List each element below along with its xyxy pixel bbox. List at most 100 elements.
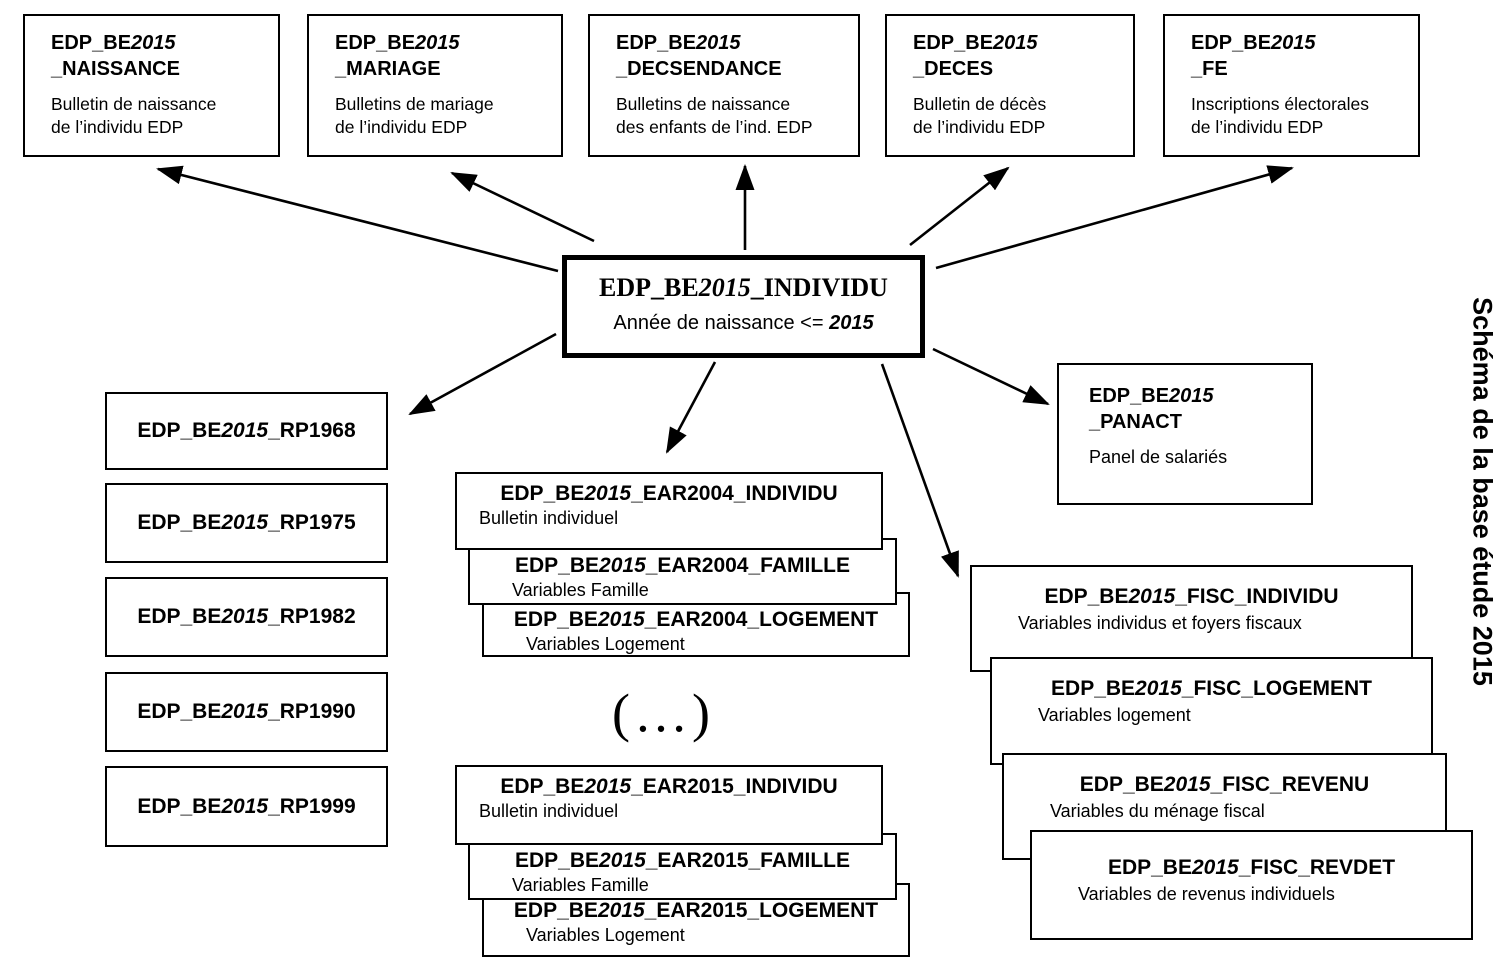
title-year: 2015: [1169, 385, 1214, 407]
subtitle-line2: de l’individu EDP: [913, 117, 1046, 137]
node-subtitle: Bulletins de mariage de l’individu EDP: [309, 82, 561, 139]
node-subtitle: Inscriptions électorales de l’individu ED…: [1165, 82, 1418, 139]
node-title: EDP_BE2015_EAR2015_INDIVIDU: [457, 767, 881, 800]
node-ear2004-individu: EDP_BE2015_EAR2004_INDIVIDU Bulletin ind…: [455, 472, 883, 550]
title-prefix: EDP_BE: [1089, 385, 1170, 407]
title-suffix: _INDIVIDU: [750, 273, 888, 302]
arrow-to-ear: [665, 361, 717, 454]
title-year: 2015: [1191, 856, 1239, 879]
node-title: EDP_BE2015_RP1975: [137, 511, 355, 535]
node-subtitle: Année de naissance <= 2015: [567, 303, 920, 335]
title-year: 2015: [597, 608, 645, 631]
subtitle-line1: Inscriptions électorales: [1191, 94, 1369, 114]
node-rp1990: EDP_BE2015_RP1990: [105, 672, 388, 752]
node-title: EDP_BE2015_FISC_REVDET: [1032, 832, 1471, 881]
title-year: 2015: [993, 32, 1038, 54]
title-year: 2015: [1128, 585, 1176, 608]
title-suffix: _FISC_INDIVIDU: [1175, 585, 1339, 608]
node-rp1975: EDP_BE2015_RP1975: [105, 483, 388, 563]
node-subtitle: Variables logement: [1038, 705, 1191, 725]
ellipsis-more-years: (…): [612, 683, 714, 743]
node-fisc-individu: EDP_BE2015_FISC_INDIVIDU Variables indiv…: [970, 565, 1413, 672]
title-suffix: _PANACT: [1089, 411, 1182, 433]
title-prefix: EDP_BE: [616, 32, 697, 54]
title-suffix: _RP1990: [268, 700, 356, 723]
title-year: 2015: [584, 775, 632, 798]
title-suffix: _EAR2004_INDIVIDU: [631, 482, 838, 505]
title-year: 2015: [1163, 773, 1211, 796]
title-year: 2015: [221, 794, 269, 818]
node-subtitle: Bulletin de naissance de l’individu EDP: [25, 82, 278, 139]
title-year: 2015: [1135, 677, 1182, 700]
title-suffix: _RP1982: [268, 605, 356, 628]
title-year: 2015: [696, 32, 741, 54]
title-suffix: _FE: [1191, 58, 1228, 80]
node-naissance: EDP_BE2015 _NAISSANCE Bulletin de naissan…: [23, 14, 280, 157]
node-title: EDP_BE2015 _NAISSANCE: [25, 16, 278, 82]
node-subtitle: Variables Famille: [512, 875, 649, 895]
title-year: 2015: [599, 554, 646, 577]
subtitle-text: Année de naissance <=: [613, 312, 830, 334]
node-title: EDP_BE2015_EAR2004_FAMILLE: [470, 540, 895, 579]
title-year: 2015: [599, 849, 646, 872]
node-title: EDP_BE2015_DECSENDANCE: [590, 16, 858, 82]
title-suffix: _RP1968: [268, 419, 356, 442]
title-prefix: EDP_BE: [51, 32, 132, 54]
title-prefix: EDP_BE: [137, 700, 222, 723]
title-prefix: EDP_BE: [515, 554, 600, 577]
title-prefix: EDP_BE: [137, 419, 222, 442]
node-title: EDP_BE2015_INDIVIDU: [567, 260, 920, 303]
subtitle-line2: de l’individu EDP: [51, 117, 184, 137]
title-suffix: _FISC_REVDET: [1238, 856, 1396, 879]
node-title: EDP_BE2015_RP1968: [137, 419, 355, 443]
title-year: 2015: [221, 605, 269, 628]
node-title: EDP_BE2015 _PANACT: [1059, 365, 1311, 435]
node-subtitle: Variables de revenus individuels: [1078, 884, 1335, 904]
subtitle-line2: des enfants de l’ind. EDP: [616, 117, 813, 137]
node-subtitle: Variables du ménage fiscal: [1050, 801, 1265, 821]
subtitle-line1: Bulletin de naissance: [51, 94, 217, 114]
node-title: EDP_BE2015_FISC_REVENU: [1004, 755, 1445, 798]
node-title: EDP_BE2015_DECES: [887, 16, 1133, 82]
title-prefix: EDP_BE: [1079, 773, 1164, 796]
node-ear2015-individu: EDP_BE2015_EAR2015_INDIVIDU Bulletin ind…: [455, 765, 883, 845]
title-year: 2015: [131, 32, 176, 54]
node-individu-central: EDP_BE2015_INDIVIDU Année de naissance <…: [562, 255, 925, 358]
node-subtitle: Bulletin individuel: [479, 801, 619, 821]
title-year: 2015: [221, 700, 269, 723]
title-suffix: _NAISSANCE: [51, 58, 180, 80]
node-mariage: EDP_BE2015_MARIAGE Bulletins de mariage d…: [307, 14, 563, 157]
title-suffix: _EAR2004_LOGEMENT: [644, 608, 879, 631]
node-title: EDP_BE2015_RP1982: [137, 605, 355, 629]
node-subtitle: Bulletin individuel: [479, 508, 619, 528]
node-decsendance: EDP_BE2015_DECSENDANCE Bulletins de nais…: [588, 14, 860, 157]
node-title: EDP_BE2015_EAR2015_LOGEMENT: [484, 885, 908, 924]
arrow-to-mariage: [450, 171, 595, 243]
title-prefix: EDP_BE: [137, 794, 222, 818]
title-prefix: EDP_BE: [913, 32, 994, 54]
node-subtitle: Variables individus et foyers fiscaux: [1018, 613, 1302, 633]
title-suffix: _EAR2004_FAMILLE: [645, 554, 850, 577]
title-prefix: EDP_BE: [513, 899, 598, 922]
title-prefix: EDP_BE: [500, 482, 585, 505]
subtitle-line2: de l’individu EDP: [1191, 117, 1324, 137]
node-title: EDP_BE2015_FE: [1165, 16, 1418, 82]
title-suffix: _FISC_LOGEMENT: [1181, 677, 1372, 700]
node-title: EDP_BE2015_MARIAGE: [309, 16, 561, 82]
title-suffix: _EAR2015_LOGEMENT: [644, 899, 879, 922]
node-subtitle: Variables Famille: [512, 580, 649, 600]
subtitle-line1: Bulletins de mariage: [335, 94, 494, 114]
subtitle-line2: de l’individu EDP: [335, 117, 468, 137]
title-suffix: _RP1999: [268, 794, 356, 818]
title-year: 2015: [415, 32, 460, 54]
title-year: 2015: [221, 511, 269, 534]
title-prefix: EDP_BE: [599, 273, 699, 302]
title-prefix: EDP_BE: [137, 511, 222, 534]
node-title: EDP_BE2015_RP1990: [137, 700, 355, 724]
title-prefix: EDP_BE: [1107, 856, 1192, 879]
arrow-to-deces: [909, 166, 1010, 247]
